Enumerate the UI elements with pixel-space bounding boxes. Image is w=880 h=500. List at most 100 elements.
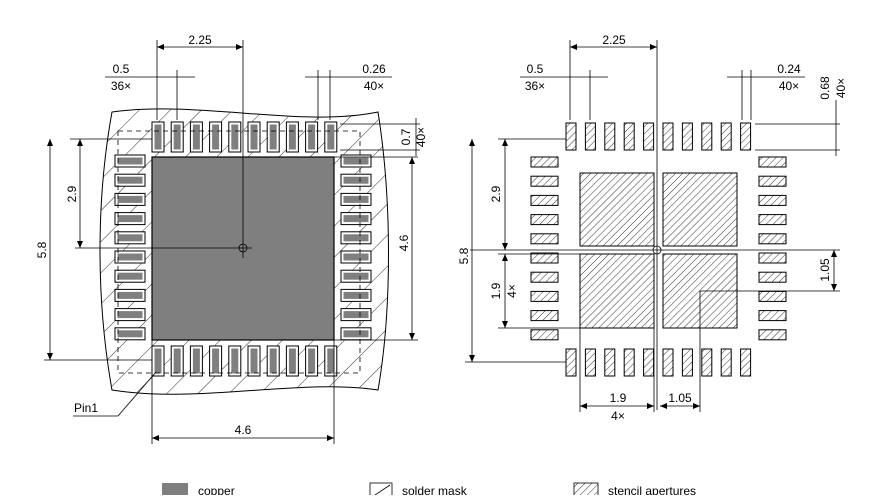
stencil-aperture-left <box>530 156 559 168</box>
land-pad-bottom-copper <box>173 348 181 374</box>
land-pad-top-copper <box>327 124 335 150</box>
center-mark <box>238 243 248 253</box>
stencil-aperture-left <box>530 252 559 264</box>
stencil-aperture-right <box>758 175 787 187</box>
stencil-dim-bottom-window: 1.9 <box>610 391 627 405</box>
dim-exposed-pad-height: 4.6 <box>397 234 411 251</box>
land-pad-right-copper <box>343 215 369 223</box>
land-pad-left-copper <box>117 253 143 261</box>
stencil-aperture-left <box>530 310 559 322</box>
stencil-windows <box>579 172 738 329</box>
stencil-view: 2.25 0.5 36× 0.24 40× 0.68 40× 2.9 5.8 1… <box>457 33 848 423</box>
land-pad-left-copper <box>117 330 143 338</box>
legend-copper-label: copper <box>198 484 235 495</box>
land-pad-bottom-copper <box>192 348 200 374</box>
land-pad-top-copper <box>308 124 316 150</box>
stencil-aperture-top <box>720 122 732 151</box>
stencil-aperture-right <box>758 233 787 245</box>
land-pad-bottom-copper <box>250 348 258 374</box>
dim-pad-length: 0.7 <box>399 128 413 145</box>
stencil-aperture-top <box>565 122 577 151</box>
stencil-aperture-top <box>740 122 752 151</box>
land-pad-bottom-copper <box>231 348 239 374</box>
land-pad-bottom-copper <box>269 348 277 374</box>
stencil-aperture-left <box>530 194 559 206</box>
stencil-aperture-right <box>758 329 787 341</box>
stencil-aperture-bottom <box>720 348 732 377</box>
stencil-aperture-right <box>758 290 787 302</box>
stencil-aperture-right <box>758 252 787 264</box>
stencil-pad-apertures <box>530 122 787 377</box>
land-pad-right-copper <box>343 234 369 242</box>
stencil-aperture-bottom <box>662 348 674 377</box>
land-pad-right-copper <box>343 330 369 338</box>
stencil-aperture-right <box>758 156 787 168</box>
stencil-dim-window: 1.9 <box>489 282 503 299</box>
stencil-dim-half-height: 2.9 <box>489 185 503 202</box>
stencil-aperture-bottom <box>681 348 693 377</box>
land-pad-bottom-copper <box>212 348 220 374</box>
dim-pad-length-count: 40× <box>414 127 428 147</box>
stencil-dim-pitch-count: 36× <box>525 79 545 93</box>
stencil-aperture-left <box>530 175 559 187</box>
package-outline <box>117 130 361 374</box>
land-pad-top-copper <box>173 124 181 150</box>
stencil-aperture-bottom <box>701 348 713 377</box>
legend-solder-mask-swatch <box>369 482 393 500</box>
land-pad-left-copper <box>117 215 143 223</box>
land-pad-right-copper <box>343 195 369 203</box>
land-pad-bottom-copper <box>154 348 162 374</box>
land-pad-bottom-copper <box>327 348 335 374</box>
stencil-dim-window-count: 4× <box>505 284 519 298</box>
stencil-aperture-right <box>758 194 787 206</box>
stencil-aperture-top <box>662 122 674 151</box>
land-pad-left-copper <box>117 176 143 184</box>
stencil-aperture-top <box>584 122 596 151</box>
dim-pad-width-count: 40× <box>364 79 384 93</box>
stencil-aperture-right <box>758 310 787 322</box>
dim-pad-width: 0.26 <box>362 62 386 76</box>
land-pad-right-copper <box>343 291 369 299</box>
legend-stencil-swatch <box>573 482 599 500</box>
stencil-dim-aperture-width: 0.24 <box>777 62 801 76</box>
pin1-label: Pin1 <box>74 401 98 415</box>
stencil-aperture-right <box>758 271 787 283</box>
stencil-aperture-bottom <box>565 348 577 377</box>
land-pads <box>114 121 372 377</box>
dim-top-span: 2.25 <box>188 33 212 47</box>
stencil-aperture-bottom <box>604 348 616 377</box>
stencil-aperture-bottom <box>584 348 596 377</box>
land-pad-right-copper <box>343 253 369 261</box>
land-pad-top-copper <box>269 124 277 150</box>
land-pad-right-copper <box>343 311 369 319</box>
land-pad-right-copper <box>343 176 369 184</box>
stencil-aperture-top <box>643 122 655 151</box>
stencil-aperture-top <box>623 122 635 151</box>
land-pad-left-copper <box>117 311 143 319</box>
land-pad-left-copper <box>117 272 143 280</box>
land-pad-bottom-copper <box>288 348 296 374</box>
stencil-aperture-right <box>758 214 787 226</box>
stencil-aperture-top <box>681 122 693 151</box>
land-pad-right-copper <box>343 157 369 165</box>
stencil-dim-bottom-gap: 1.05 <box>668 391 692 405</box>
land-pad-left-copper <box>117 234 143 242</box>
land-pattern-view: 2.25 0.5 36× 0.26 40× 0.7 40× 2.9 5.8 4.… <box>35 33 428 444</box>
legend-copper-swatch <box>162 483 188 499</box>
dim-half-height: 2.9 <box>65 185 79 202</box>
dim-exposed-pad-width: 4.6 <box>235 423 252 437</box>
legend: copper solder mask stencil apertures <box>162 482 696 500</box>
stencil-aperture-bottom <box>643 348 655 377</box>
legend-stencil-label: stencil apertures <box>608 484 696 495</box>
stencil-dim-total-height: 5.8 <box>457 247 471 264</box>
land-pad-bottom-copper <box>308 348 316 374</box>
land-pad-right-copper <box>343 272 369 280</box>
dim-pitch-count: 36× <box>111 79 131 93</box>
stencil-aperture-left <box>530 214 559 226</box>
legend-solder-mask-label: solder mask <box>402 484 468 495</box>
stencil-dim-aperture-width-count: 40× <box>779 79 799 93</box>
dim-total-height: 5.8 <box>35 241 49 258</box>
stencil-dim-top-span: 2.25 <box>602 33 626 47</box>
stencil-dim-aperture-length-count: 40× <box>834 78 848 98</box>
